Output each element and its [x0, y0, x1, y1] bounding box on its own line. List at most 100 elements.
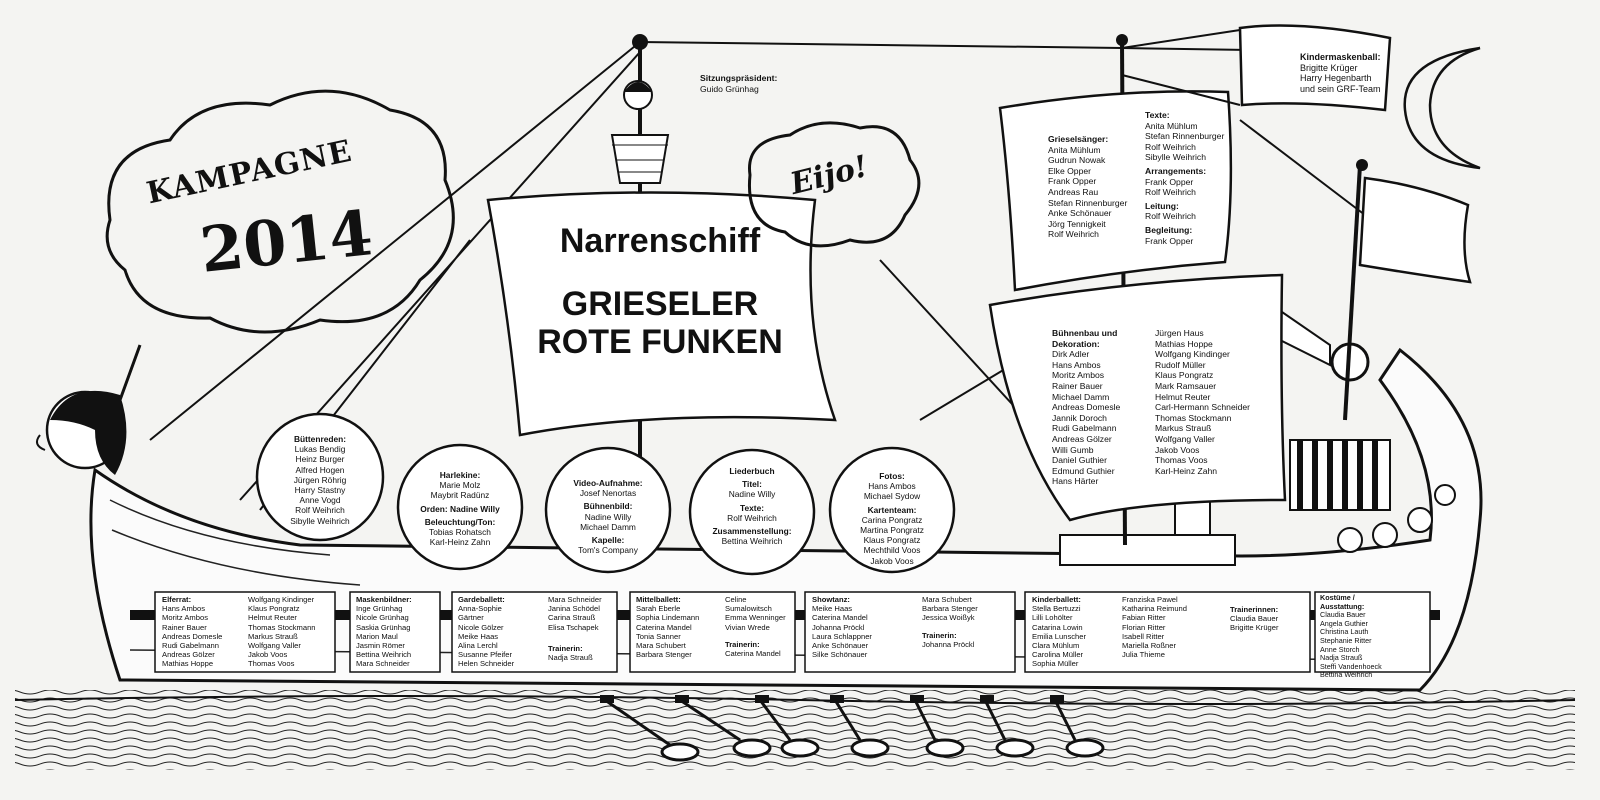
arrangements-title: Arrangements:	[1145, 165, 1207, 176]
member-name: Tom's Company	[578, 545, 638, 556]
text-buettenreden: Büttenreden: Lukas Bendig Heinz Burger A…	[272, 434, 368, 526]
member-name: Alina Lerchl	[458, 641, 498, 651]
kindermaskenball-title: Kindermaskenball:	[1300, 52, 1381, 62]
texte-title: Texte:	[1145, 110, 1170, 120]
leitung-title: Leitung:	[1145, 200, 1179, 211]
member-name: Jörg Tennigkeit	[1048, 218, 1106, 229]
kindermaskenball-name: und sein GRF-Team	[1300, 83, 1381, 94]
text-harlekine: Harlekine: Marie Molz Maybrit Radünz Ord…	[410, 470, 510, 547]
liederbuch-title: Liederbuch	[729, 466, 775, 476]
member-name: Jürgen Haus	[1155, 328, 1204, 338]
member-name: Moritz Ambos	[162, 613, 208, 623]
trainer-title: Trainerin:	[922, 630, 957, 640]
member-name: Meike Haas	[458, 631, 499, 641]
member-name: Dirk Adler	[1052, 349, 1090, 360]
moon	[1403, 46, 1481, 170]
liederbuch-texte-title: Texte:	[739, 502, 765, 513]
member-name: Claudia Bauer	[1230, 614, 1279, 624]
member-name: Rolf Weihrich	[727, 512, 777, 523]
text-video: Video-Aufnahme: Josef Nenortas Bühnenbil…	[558, 478, 658, 555]
member-name: Michael Damm	[580, 521, 636, 532]
member-name: Moritz Ambos	[1052, 370, 1105, 381]
sitzungspraesident-name: Guido Grünhag	[700, 83, 759, 94]
maskenbildner-title: Maskenbildner:	[356, 595, 412, 604]
buehnenbau-title: Bühnenbau und	[1052, 328, 1118, 338]
member-name: Thomas Stockmann	[248, 622, 316, 632]
member-name: Julia Thieme	[1122, 650, 1165, 660]
kapelle-title: Kapelle:	[591, 535, 625, 546]
member-name: Caterina Mandel	[636, 622, 692, 632]
member-name: Nadja Strauß	[548, 653, 593, 663]
member-name: Anne Storch	[1320, 644, 1360, 654]
member-name: Andreas Domesle	[162, 631, 223, 641]
box-kostueme: Kostüme / Ausstattung: Claudia Bauer Ang…	[1320, 593, 1382, 680]
member-name: Hans Ambos	[162, 604, 206, 614]
member-name: Christina Lauth	[1320, 627, 1369, 637]
member-name: Nadine Willy	[584, 511, 632, 522]
trainer-title: Trainerinnen:	[1230, 605, 1279, 614]
box-gardeballett-col2: Mara Schneider Janina Schödel Carina Str…	[548, 595, 602, 662]
lower-sail	[988, 273, 1287, 522]
elferrat-title: Elferrat:	[162, 595, 192, 604]
buettenreden-title: Büttenreden:	[293, 434, 347, 444]
member-name: Celine	[725, 595, 747, 604]
member-name: Nadine Willy	[728, 489, 776, 500]
member-name: Andreas Gölzer	[1052, 433, 1112, 444]
kostueme-title: Ausstattung:	[1320, 601, 1365, 611]
box-grieselsaenger: Grieselsänger: Anita Mühlum Gudrun Nowak…	[1048, 134, 1127, 240]
eijo-cloud	[747, 121, 921, 248]
member-name: Sophia Lindemann	[636, 613, 700, 623]
member-name: Hans Ambos	[1052, 359, 1101, 370]
member-name: Jakob Voos	[870, 555, 914, 566]
fotos-title: Fotos:	[879, 471, 905, 481]
stern-flag	[1358, 176, 1472, 284]
member-name: Daniel Guthier	[1052, 455, 1107, 466]
member-name: Brigitte Krüger	[1230, 623, 1279, 633]
member-name: Anke Schönauer	[1048, 208, 1112, 219]
member-name: Johanna Pröckl	[812, 622, 865, 632]
member-name: Isabell Ritter	[1122, 631, 1165, 641]
member-name: Mara Schneider	[356, 659, 410, 669]
member-name: Mathias Hoppe	[1155, 338, 1213, 349]
member-name: Anna-Sophie	[458, 604, 502, 614]
box-elferrat-col1: Elferrat: Hans Ambos Moritz Ambos Rainer…	[162, 595, 222, 669]
member-name: Rainer Bauer	[162, 622, 207, 632]
main-sail	[486, 191, 837, 437]
member-name: Stefan Rinnenburger	[1048, 197, 1128, 208]
member-name: Andreas Rau	[1048, 186, 1099, 197]
text-liederbuch: Liederbuch Titel: Nadine Willy Texte: Ro…	[702, 466, 802, 546]
gardeballett-title: Gardeballett:	[458, 595, 505, 604]
box-kinderballett-col2: Franziska Pawel Katharina Reimund Fabian…	[1122, 595, 1187, 659]
member-name: Sarah Eberle	[636, 604, 681, 614]
circle-liederbuch	[688, 448, 816, 576]
member-name: Jürgen Röhrig	[293, 474, 347, 485]
box-buehnenbau-col1: Bühnenbau und Dekoration: Dirk Adler Han…	[1052, 328, 1120, 487]
member-name: Rolf Weihrich	[1048, 229, 1099, 240]
kindermaskenball-name: Harry Hegenbarth	[1300, 73, 1372, 84]
member-name: Sophia Müller	[1032, 659, 1079, 669]
box-kindermaskenball: Kindermaskenball: Brigitte Krüger Harry …	[1300, 52, 1381, 94]
member-name: Michael Sydow	[863, 491, 921, 502]
member-name: Klaus Pongratz	[863, 535, 921, 546]
waterline	[14, 695, 1576, 705]
member-name: Stephanie Ritter	[1320, 635, 1372, 645]
member-name: Mechthild Voos	[863, 545, 921, 556]
member-name: Mara Schneider	[548, 595, 602, 604]
box-kinderballett-trainer: Trainerinnen: Claudia Bauer Brigitte Krü…	[1230, 605, 1279, 633]
member-name: Carolina Müller	[1032, 650, 1084, 660]
member-name: Lilli Lohölter	[1032, 613, 1073, 623]
fore-sail	[998, 90, 1233, 292]
member-name: Inge Grünhag	[356, 604, 403, 614]
member-name: Bettina Weihrich	[1320, 670, 1373, 680]
member-name: Anne Vogd	[299, 495, 341, 506]
member-name: Wolfgang Valler	[1155, 433, 1215, 444]
crows-nest	[610, 134, 670, 184]
member-name: Andreas Domesle	[1052, 402, 1121, 413]
member-name: Sibylle Weihrich	[1145, 152, 1206, 163]
member-name: Helen Schneider	[458, 659, 515, 669]
member-name: Alfred Hogen	[295, 464, 345, 475]
member-name: Katharina Reimund	[1122, 604, 1188, 614]
member-name: Vivian Wrede	[725, 622, 770, 632]
